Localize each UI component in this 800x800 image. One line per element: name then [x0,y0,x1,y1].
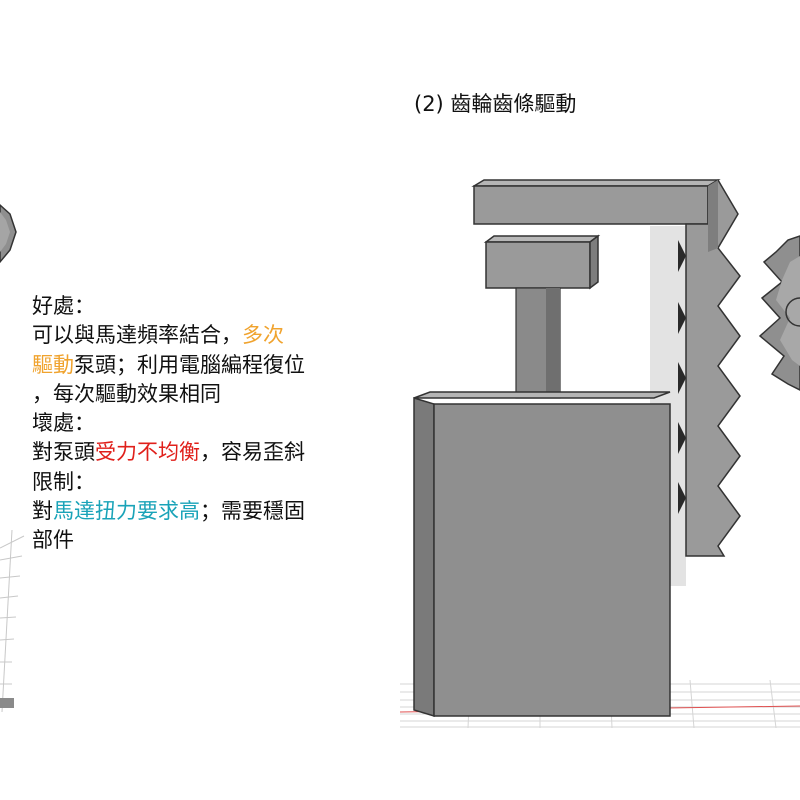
pros-heading: 好處： [32,294,95,318]
limits-highlight: 馬達扭力要求高 [53,499,200,524]
cons-line-1-text-a: 對泵頭 [32,440,95,465]
pros-line-2: 驅動泵頭；利用電腦編程復位 [32,351,402,380]
slide-title: (2) 齒輪齒條驅動 [414,92,577,116]
pros-highlight-1: 多次 [242,323,284,348]
pinion-gear [758,235,800,391]
limits-line-1-text-b: ；需要穩固 [200,499,305,524]
limits-line-1-text-a: 對 [32,499,53,524]
gear-rack [471,178,741,557]
pump-body [413,391,671,718]
cons-line-1: 對泵頭受力不均衡，容易歪斜 [32,438,402,467]
pros-line-1-text: 可以與馬達頻率結合， [32,323,242,348]
pros-cons-text: 好處： 可以與馬達頻率結合，多次 驅動泵頭；利用電腦編程復位 ，每次驅動效果相同… [32,292,402,556]
pros-line-2-text: 泵頭；利用電腦編程復位 [74,352,305,377]
pros-highlight-2: 驅動 [32,352,74,377]
partial-gear-left [0,203,17,264]
limits-line-2: 部件 [32,528,74,553]
cons-line-1-text-b: ，容易歪斜 [200,440,305,465]
cons-highlight: 受力不均衡 [95,440,200,465]
pros-line-1: 可以與馬達頻率結合，多次 [32,321,402,350]
pros-line-3: ，每次驅動效果相同 [32,381,221,406]
partial-block-left [0,698,14,708]
cons-heading: 壞處： [32,411,95,436]
limits-line-1: 對馬達扭力要求高；需要穩固 [32,497,402,526]
limits-heading: 限制： [32,469,95,494]
pump-plunger [483,234,601,399]
